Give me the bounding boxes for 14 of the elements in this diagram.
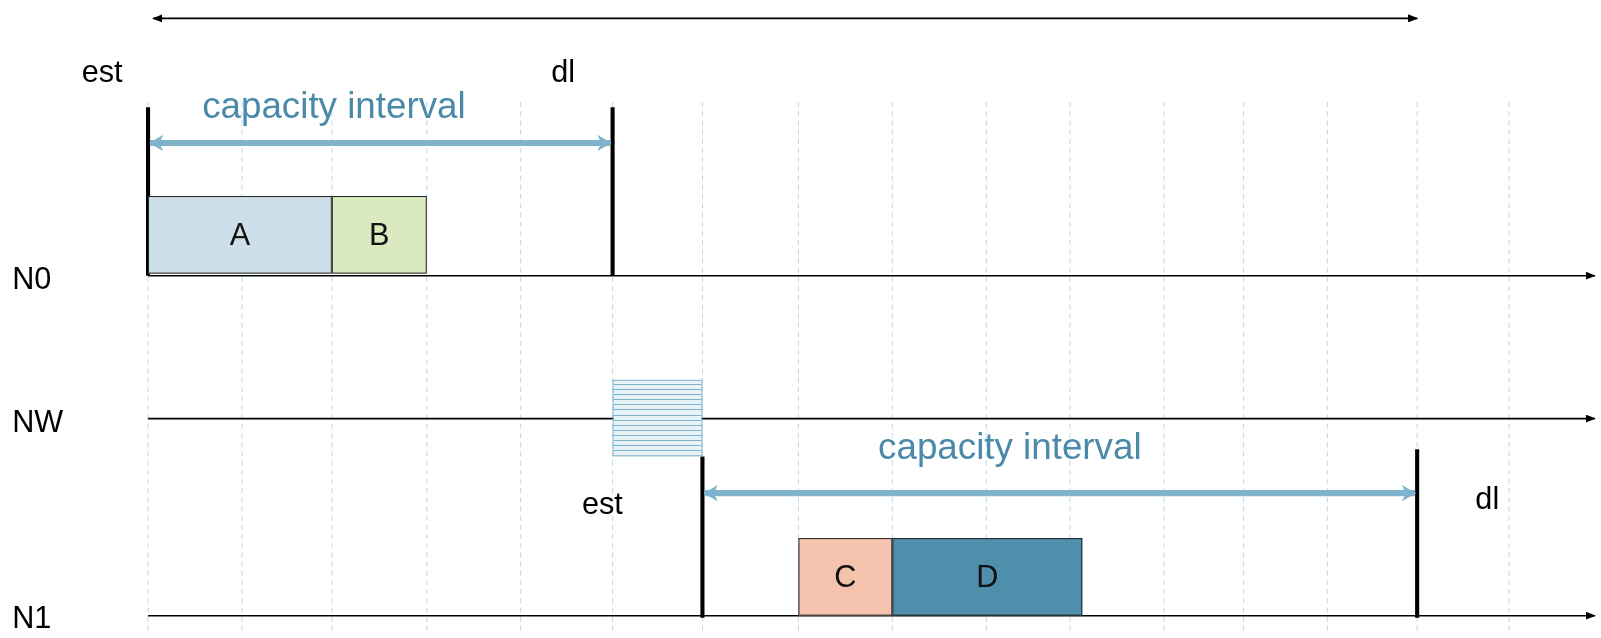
hatched-block	[612, 379, 703, 457]
task-block: A	[148, 196, 332, 274]
time-label: est	[581, 488, 623, 519]
row-label: NW	[12, 406, 64, 437]
time-label: dl	[551, 56, 576, 87]
task-block: D	[892, 538, 1083, 616]
task-block: B	[331, 196, 427, 274]
time-label: dl	[1475, 483, 1500, 515]
row-label: N1	[12, 602, 52, 633]
task-block: C	[798, 538, 893, 616]
row-label: N0	[12, 263, 52, 295]
interval-label: capacity interval	[878, 428, 1142, 466]
interval-label: capacity interval	[202, 87, 466, 125]
time-label: est	[81, 56, 123, 87]
